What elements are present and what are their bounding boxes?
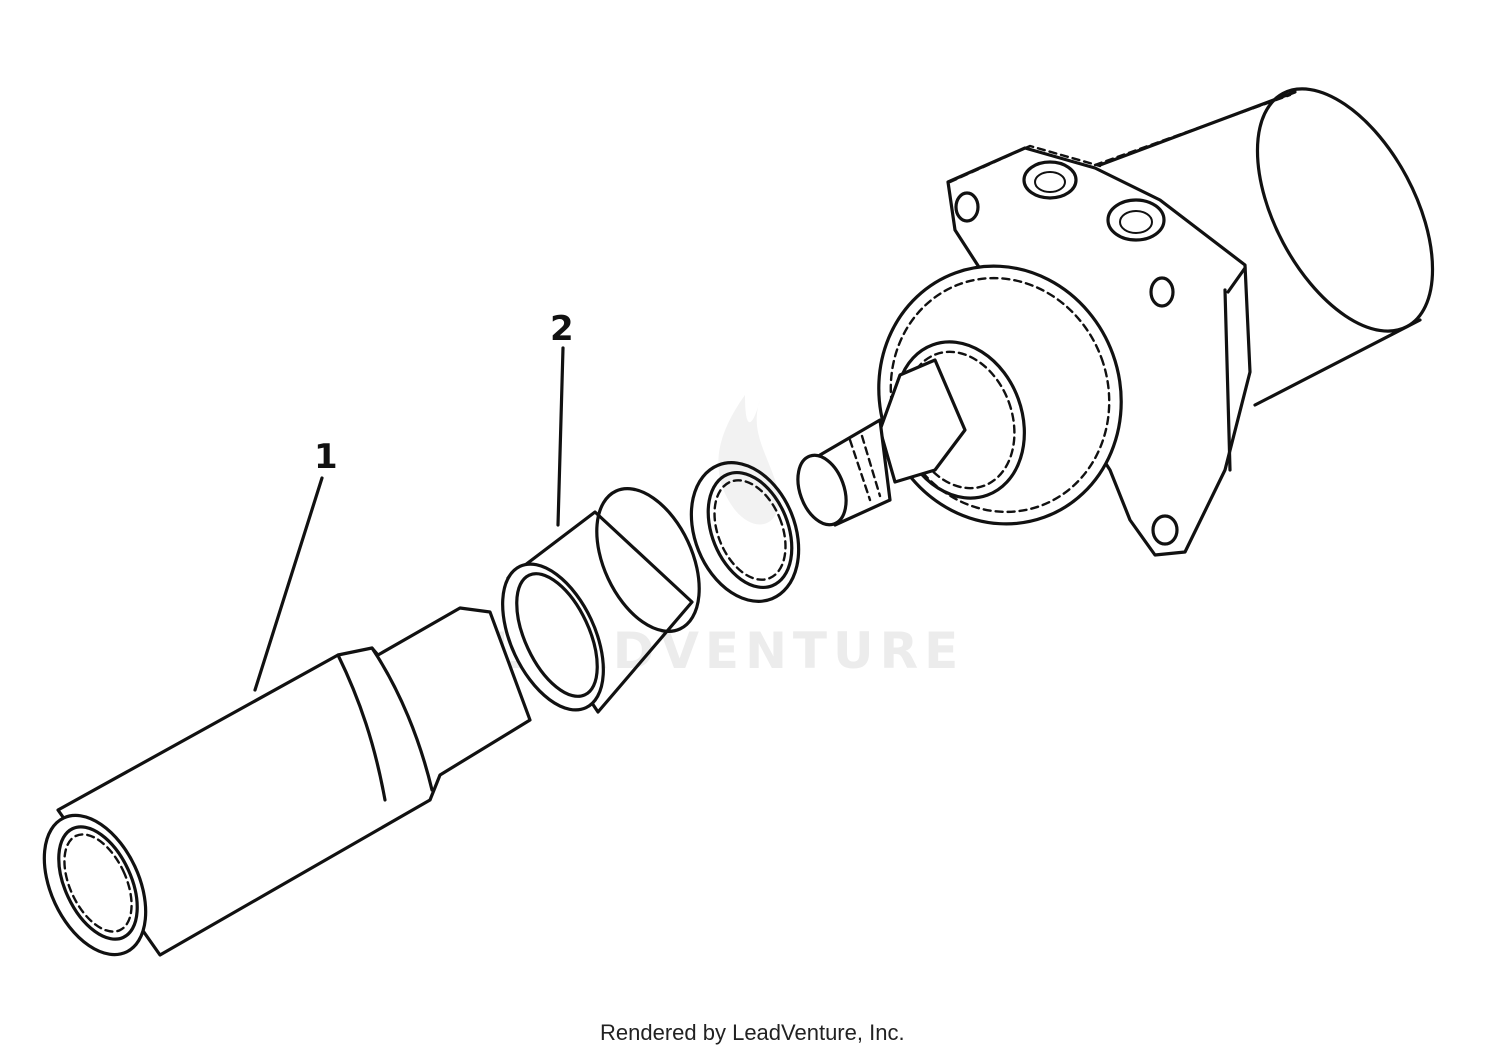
leader-line-1	[253, 476, 324, 692]
leader-line-2	[556, 346, 565, 527]
motor-rear-cap	[1255, 87, 1435, 333]
hydraulic-motor	[796, 87, 1435, 557]
watermark-flame-icon	[718, 395, 780, 525]
callout-2: 2	[550, 309, 574, 349]
footer-credit: Rendered by LeadVenture, Inc.	[600, 1020, 905, 1045]
part-1-tube	[42, 606, 532, 957]
shaft-seal	[689, 461, 801, 603]
part-2-sleeve	[501, 487, 701, 714]
callout-1: 1	[314, 437, 338, 477]
